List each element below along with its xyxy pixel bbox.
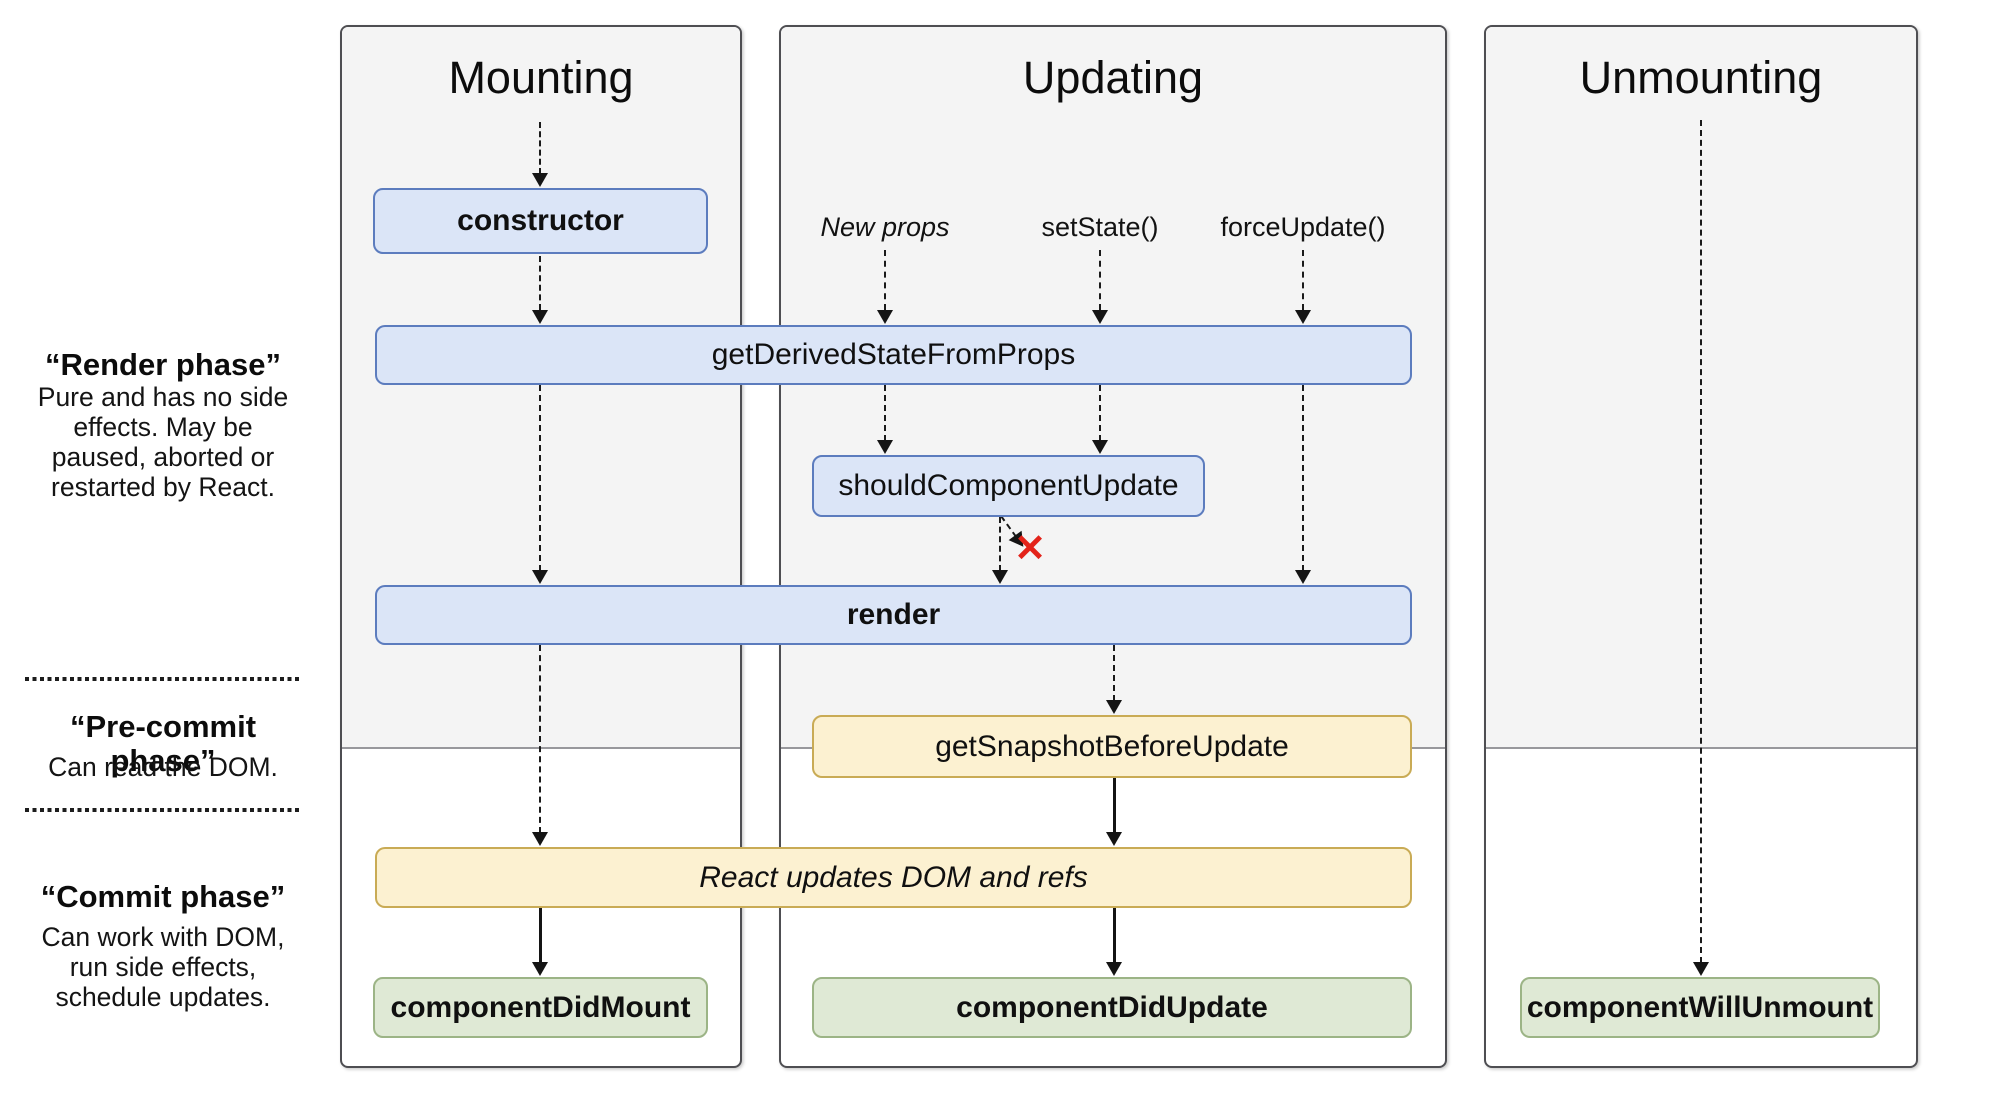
render-box: render: [375, 585, 1412, 645]
componentdidupdate-box: componentDidUpdate: [812, 977, 1412, 1038]
arrow-newprops-to-getderived: [884, 250, 886, 310]
arrowhead: [1092, 440, 1108, 454]
getderivedstatefromprops-box: getDerivedStateFromProps: [375, 325, 1412, 385]
arrowhead: [1295, 310, 1311, 324]
stop-x-mark: ✕: [1014, 528, 1046, 570]
componentdidmount-box: componentDidMount: [373, 977, 708, 1038]
mounting-column-title: Mounting: [448, 52, 634, 103]
commit-phase-line: run side effects,: [69, 952, 257, 982]
arrowhead: [877, 440, 893, 454]
arrowhead: [877, 310, 893, 324]
react-updates-dom-box: React updates DOM and refs: [375, 847, 1412, 908]
arrowhead: [1106, 962, 1122, 976]
render-phase-line: Pure and has no side: [37, 382, 289, 412]
new-props-label: New props: [820, 212, 950, 242]
arrowhead: [532, 310, 548, 324]
arrow-forceupdate-to-getderived: [1302, 250, 1304, 310]
arrowhead: [1295, 570, 1311, 584]
render-phase-line: effects. May be: [73, 412, 253, 442]
arrow-getderived-to-render-mounting: [539, 385, 541, 571]
commit-phase-description: Can work with DOM, run side effects, sch…: [25, 922, 301, 1012]
render-phase-line: restarted by React.: [51, 472, 275, 502]
constructor-box: constructor: [373, 188, 708, 254]
arrowhead: [992, 570, 1008, 584]
unmounting-column-title: Unmounting: [1579, 52, 1823, 103]
pre-commit-phase-title: “Pre-commit phase”: [69, 709, 257, 778]
arrow-setstate-to-getderived: [1099, 250, 1101, 310]
arrow-reactupdates-to-didupdate: [1113, 908, 1116, 963]
commit-phase-line: schedule updates.: [55, 982, 271, 1012]
arrow-getderived-to-shouldupdate: [884, 385, 886, 441]
arrowhead: [1092, 310, 1108, 324]
phase-separator-dotted-line: [25, 808, 302, 812]
arrow-getderived-to-shouldupdate: [1099, 385, 1101, 441]
arrowhead: [532, 832, 548, 846]
arrow-unmounting-to-willunmount: [1700, 120, 1702, 963]
pre-commit-phase-description: Can read the DOM.: [25, 752, 301, 782]
getsnapshotbeforeupdate-box: getSnapshotBeforeUpdate: [812, 715, 1412, 778]
arrow-constructor-to-getderived: [539, 256, 541, 310]
phase-separator-dotted-line: [25, 677, 302, 681]
setstate-label: setState(): [1041, 212, 1159, 242]
commit-phase-line: Can work with DOM,: [41, 922, 285, 952]
arrowhead: [1106, 832, 1122, 846]
shouldcomponentupdate-box: shouldComponentUpdate: [812, 455, 1205, 517]
arrow-forceupdate-to-render: [1302, 385, 1304, 571]
render-phase-line: paused, aborted or: [51, 442, 275, 472]
arrow-shouldupdate-to-render: [999, 517, 1001, 571]
arrow-render-to-getsnapshot: [1113, 645, 1115, 701]
pre-commit-phase-line: Can read the DOM.: [48, 752, 278, 782]
forceupdate-label: forceUpdate(): [1220, 212, 1386, 242]
arrowhead: [1106, 700, 1122, 714]
componentwillunmount-box: componentWillUnmount: [1520, 977, 1880, 1038]
arrowhead: [1693, 962, 1709, 976]
updating-column-title: Updating: [1022, 52, 1204, 103]
render-phase-title: “Render phase”: [44, 347, 281, 382]
render-phase-description: Pure and has no side effects. May be pau…: [25, 382, 301, 502]
arrowhead: [532, 570, 548, 584]
commit-phase-title: “Commit phase”: [40, 879, 286, 914]
arrow-reactupdates-to-didmount: [539, 908, 542, 963]
arrowhead: [532, 173, 548, 187]
arrowhead: [532, 962, 548, 976]
arrow-mounting-start: [539, 122, 541, 174]
arrow-render-to-reactupdates-mounting: [539, 645, 541, 833]
arrow-getsnapshot-to-reactupdates: [1113, 778, 1116, 833]
